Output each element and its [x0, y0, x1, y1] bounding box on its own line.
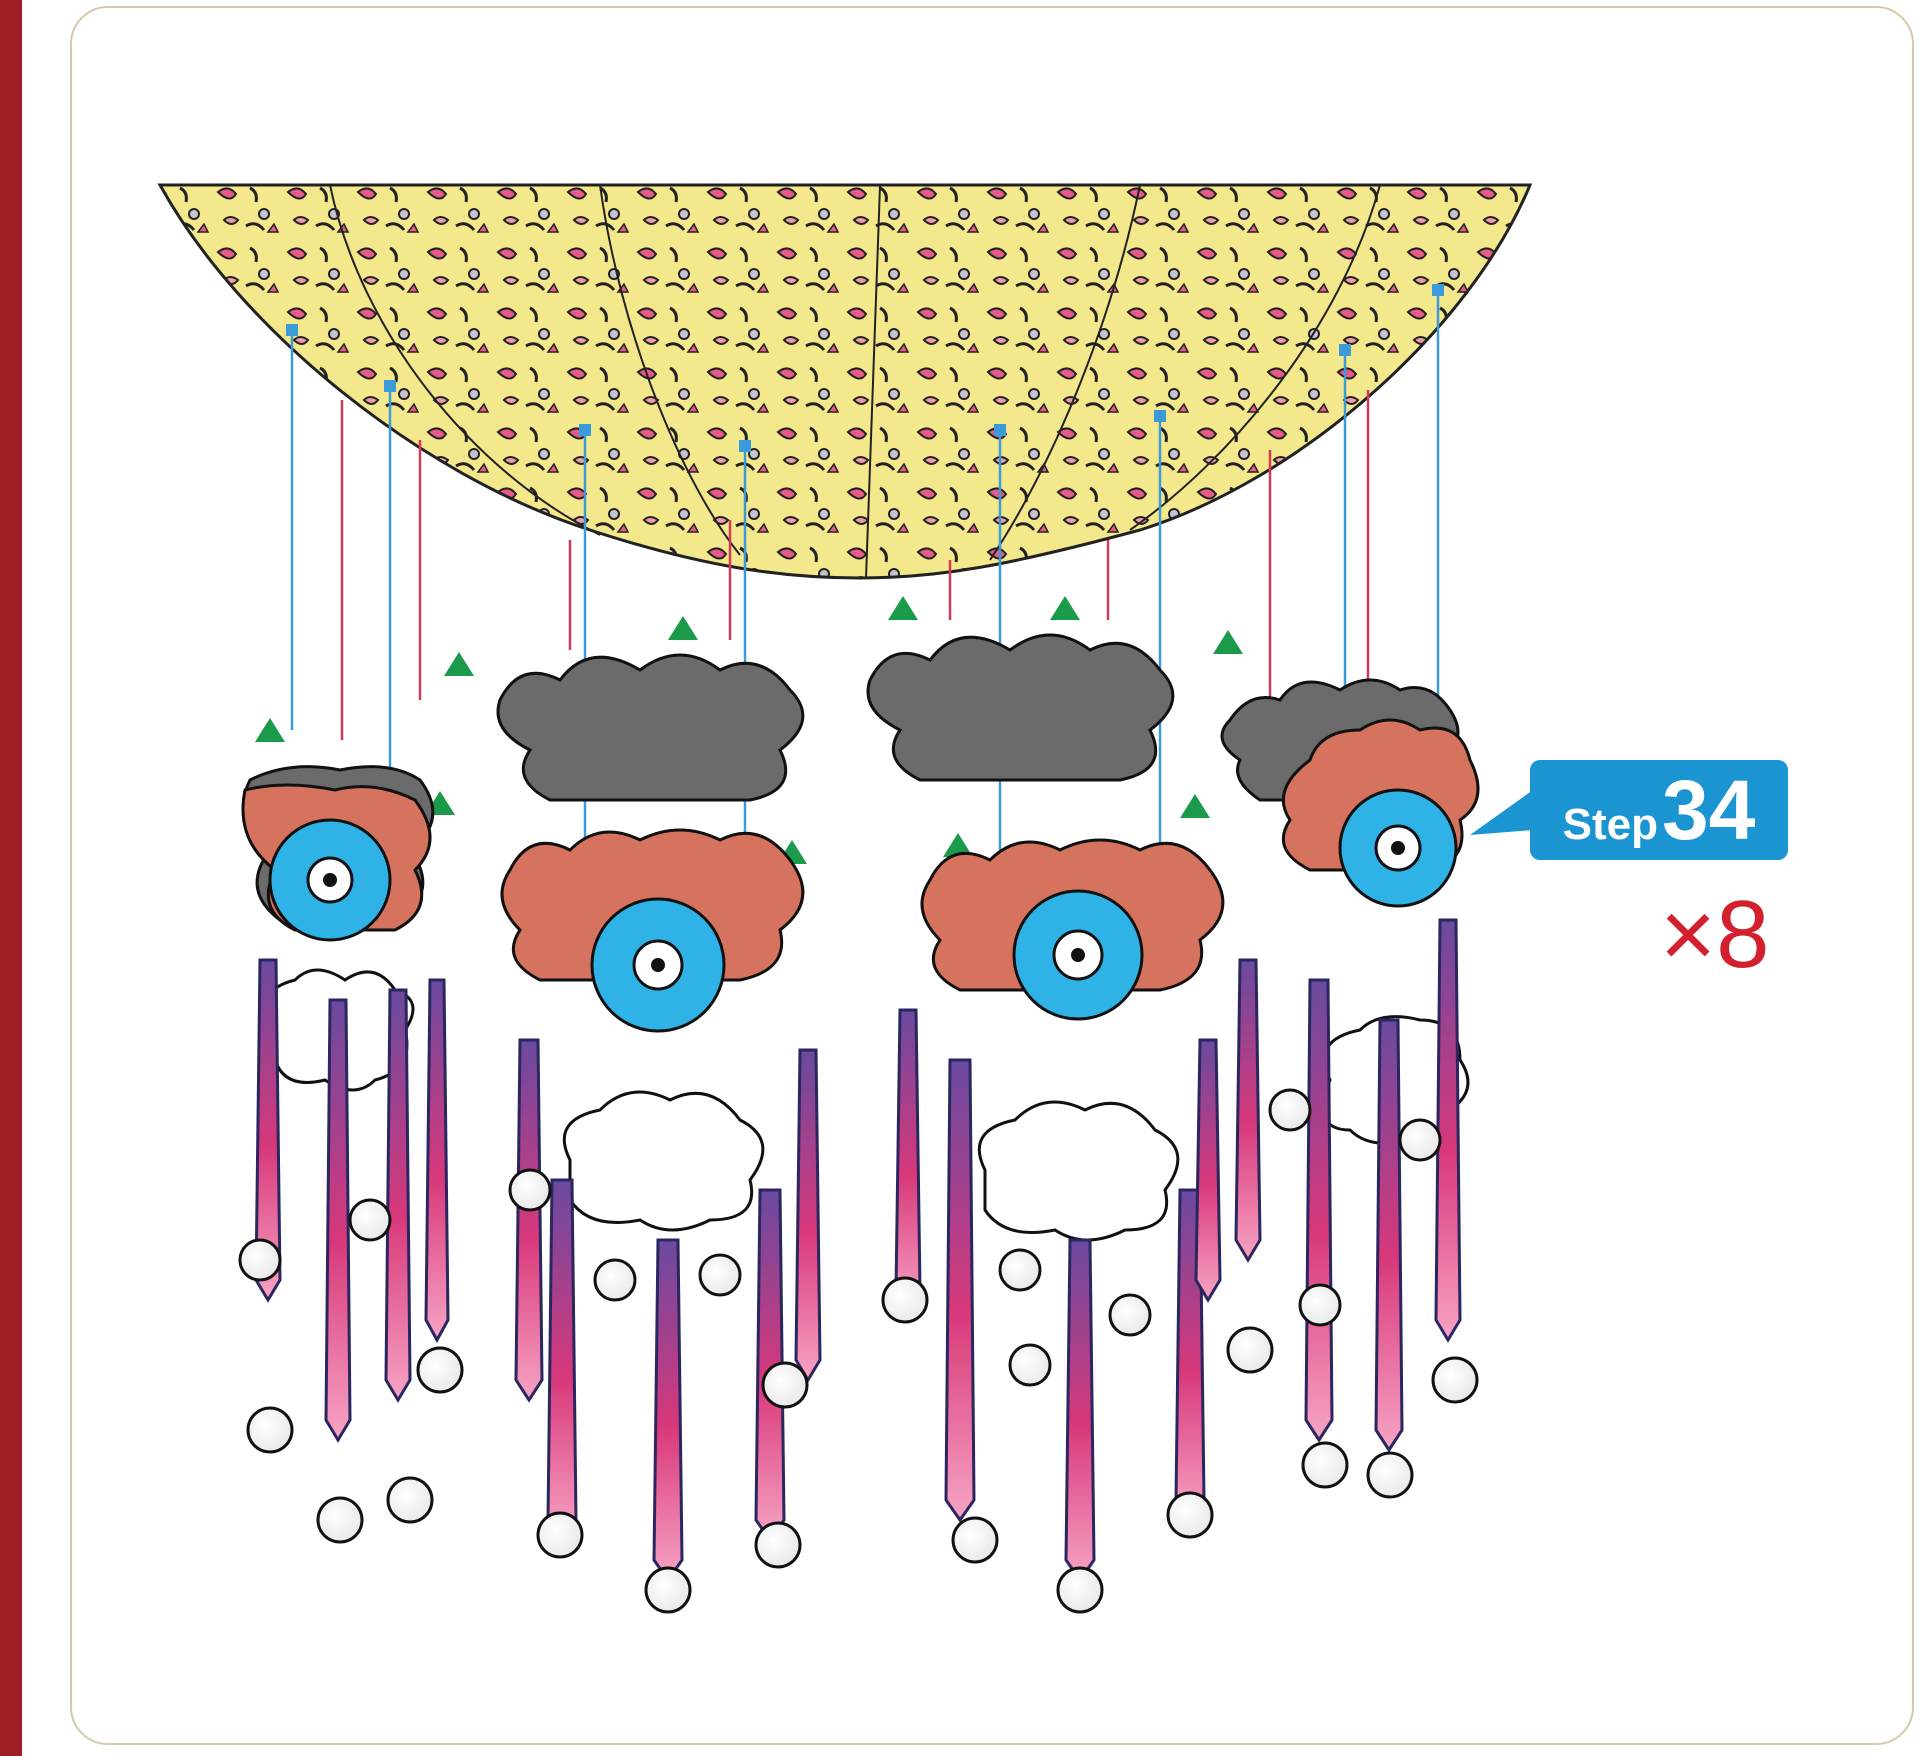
- step-badge: Step 34: [1530, 760, 1788, 860]
- tassel-group-1: [240, 767, 462, 1542]
- blue-flower-icon: [1340, 790, 1456, 906]
- blue-flower-icon: [270, 820, 390, 940]
- tassel-group-2: [498, 655, 820, 1612]
- step-number: 34: [1662, 760, 1755, 860]
- quantity-multiplier: ×8: [1660, 880, 1769, 990]
- callout-pointer: [1470, 790, 1533, 835]
- blue-flower-icon: [592, 899, 724, 1031]
- lantern-body: [160, 185, 1530, 578]
- tassel-group-3: [868, 635, 1223, 1612]
- blue-flower-icon: [1014, 891, 1142, 1019]
- step-word: Step: [1563, 800, 1658, 850]
- tassel-group-4: [1222, 680, 1478, 1497]
